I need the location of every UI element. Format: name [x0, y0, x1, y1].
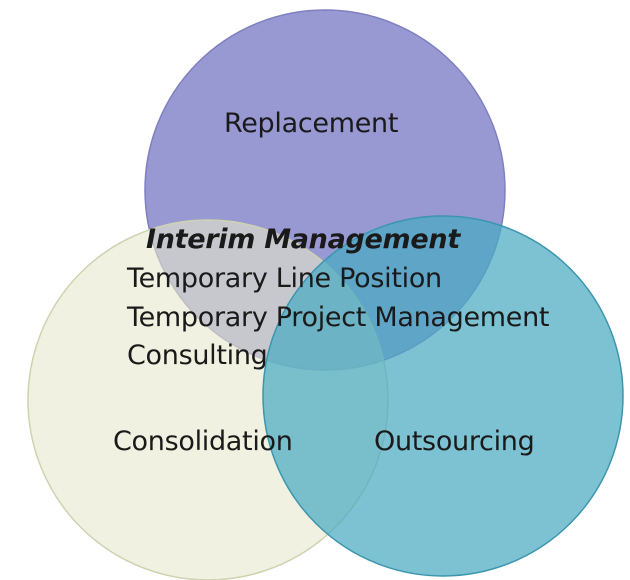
label-replacement: Replacement	[224, 108, 399, 139]
circle-outsourcing	[262, 215, 624, 577]
label-consolidation: Consolidation	[113, 426, 293, 457]
center-item: Temporary Line Position	[127, 263, 442, 294]
center-item: Consulting	[127, 340, 268, 371]
center-title: Interim Management	[146, 224, 460, 255]
label-outsourcing: Outsourcing	[374, 426, 535, 457]
center-item: Temporary Project Management	[127, 302, 550, 333]
